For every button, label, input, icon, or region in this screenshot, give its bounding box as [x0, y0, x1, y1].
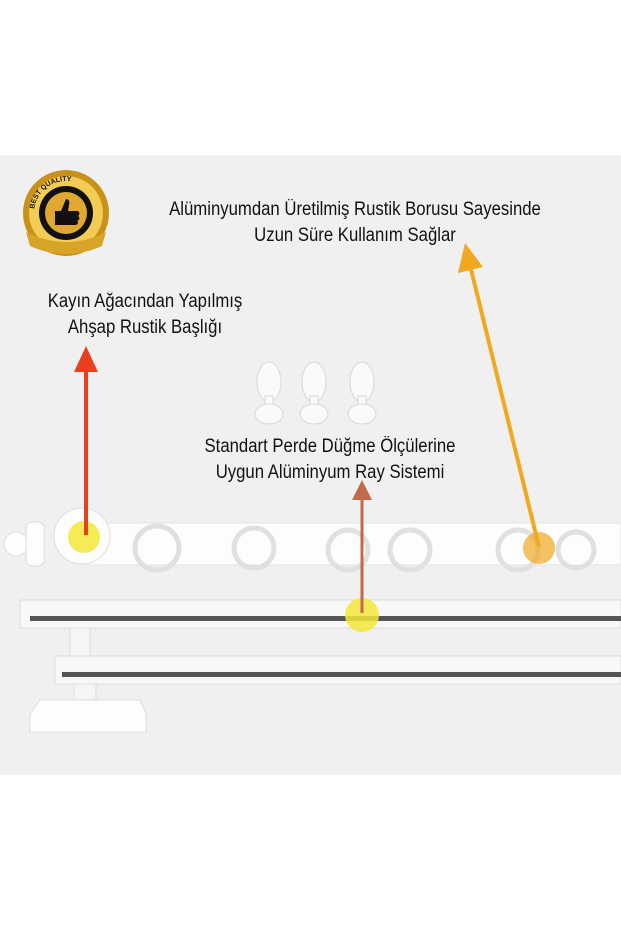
- caption-middle-line2: Uygun Alüminyum Ray Sistemi: [215, 462, 445, 483]
- caption-top-line1: Alüminyumdan Üretilmiş Rustik Borusu Say…: [169, 199, 541, 220]
- highlight-pipe: [523, 532, 555, 564]
- caption-left-line1: Kayın Ağacından Yapılmış: [47, 291, 243, 312]
- caption-top-line2: Uzun Süre Kullanım Sağlar: [254, 225, 456, 246]
- highlight-rail: [345, 598, 379, 632]
- caption-left: Kayın Ağacından Yapılmış Ahşap Rustik Ba…: [17, 289, 272, 341]
- caption-middle: Standart Perde Düğme Ölçülerine Uygun Al…: [172, 434, 489, 486]
- thumbs-up-icon: [55, 199, 80, 225]
- curtain-rod: [3, 507, 621, 733]
- caption-left-line2: Ahşap Rustik Başlığı: [67, 317, 223, 338]
- arrow-right: [458, 243, 541, 548]
- best-quality-badge: BEST QUALITY: [23, 170, 109, 256]
- caption-top: Alüminyumdan Üretilmiş Rustik Borusu Say…: [122, 197, 588, 249]
- caption-middle-line1: Standart Perde Düğme Ölçülerine: [204, 436, 456, 457]
- curtain-clips: [254, 361, 377, 425]
- arrow-left: [74, 346, 98, 535]
- highlight-finial: [68, 521, 100, 553]
- arrow-middle: [352, 480, 372, 613]
